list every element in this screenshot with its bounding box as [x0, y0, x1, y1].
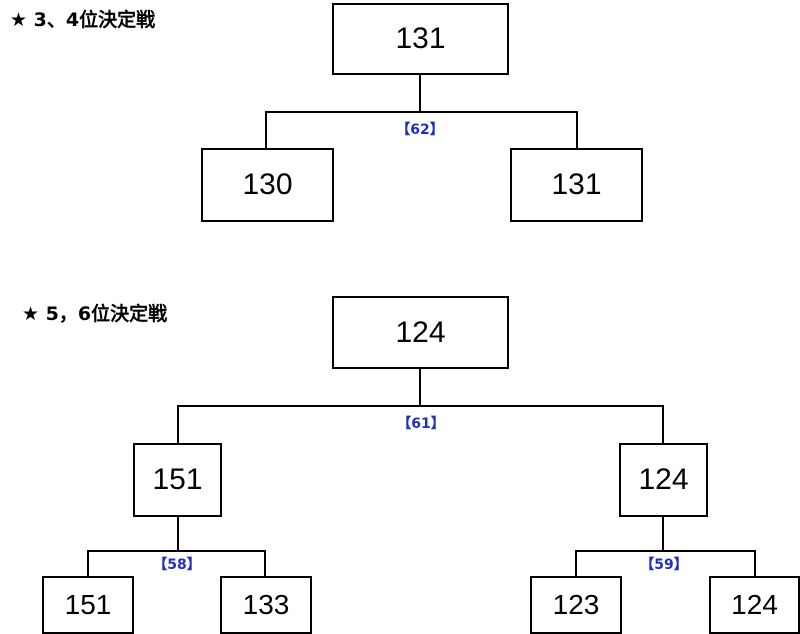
connector-line: [575, 550, 756, 552]
connector-line: [576, 111, 578, 148]
connector-line: [177, 517, 179, 551]
team-box: 151: [133, 443, 222, 517]
match-number-label: 【58】: [153, 557, 201, 573]
final-box-5th-6th: 124: [332, 296, 509, 369]
connector-line: [419, 369, 421, 406]
team-box: 133: [220, 576, 312, 634]
connector-line: [662, 517, 664, 551]
connector-line: [662, 405, 664, 443]
team-box: 130: [201, 148, 334, 222]
team-box: 124: [619, 443, 708, 517]
match-number-label: 【59】: [640, 557, 688, 573]
connector-line: [177, 405, 664, 407]
section-title-5th-6th: ★ 5，6位決定戦: [22, 303, 168, 325]
connector-line: [264, 550, 266, 577]
connector-line: [87, 550, 89, 577]
connector-line: [419, 75, 421, 112]
connector-line: [87, 550, 266, 552]
connector-line: [265, 111, 578, 113]
match-number-label: 【62】: [396, 122, 444, 138]
team-box: 123: [530, 576, 622, 634]
match-number-label: 【61】: [397, 416, 445, 432]
final-box-3rd-4th: 131: [332, 3, 509, 75]
connector-line: [177, 405, 179, 443]
section-title-3rd-4th: ★ 3、4位決定戦: [10, 9, 156, 31]
team-box: 151: [42, 576, 134, 634]
connector-line: [265, 111, 267, 148]
team-box: 124: [709, 576, 800, 634]
connector-line: [754, 550, 756, 577]
connector-line: [575, 550, 577, 577]
team-box: 131: [510, 148, 643, 222]
